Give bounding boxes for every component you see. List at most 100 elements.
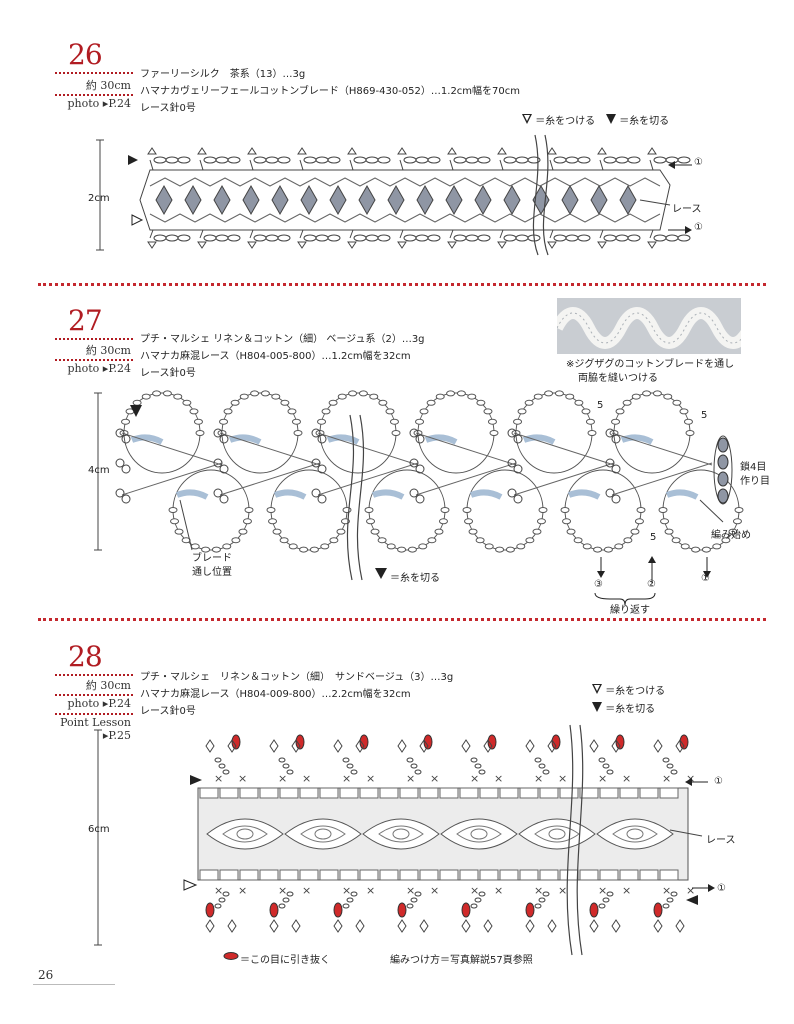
lace-square bbox=[539, 787, 559, 799]
lace-square bbox=[519, 787, 539, 799]
lace-square bbox=[399, 869, 419, 881]
section-number: 26 bbox=[68, 38, 103, 71]
picot bbox=[397, 147, 407, 155]
lace-diamond bbox=[387, 184, 405, 216]
chain-stitch bbox=[717, 488, 729, 504]
braid-position bbox=[273, 489, 307, 500]
lace-square bbox=[219, 869, 239, 881]
picot bbox=[525, 739, 535, 753]
chain-stitch bbox=[369, 393, 379, 400]
section-separator bbox=[38, 618, 766, 621]
chain-stitch bbox=[524, 399, 534, 406]
chain-stitch bbox=[288, 543, 298, 550]
stitch-line bbox=[549, 229, 554, 239]
chain-stitch bbox=[734, 507, 744, 513]
lace-diamond bbox=[242, 184, 260, 216]
stitch-line bbox=[219, 432, 321, 466]
picot bbox=[547, 147, 557, 155]
chain-stitch bbox=[415, 418, 425, 425]
stitch-x: × bbox=[278, 772, 287, 785]
stitch-line bbox=[513, 432, 615, 466]
chain-stitch bbox=[265, 156, 279, 164]
picot bbox=[121, 434, 131, 444]
chain-stitch bbox=[427, 234, 441, 242]
chain-stitch bbox=[538, 897, 546, 903]
picot bbox=[611, 434, 621, 444]
chain-stitch bbox=[483, 408, 493, 415]
pull-through-stitch bbox=[679, 734, 689, 750]
footer-rule bbox=[33, 984, 115, 985]
chain-stitch bbox=[677, 234, 691, 242]
chain-stitch bbox=[162, 390, 172, 397]
picot bbox=[291, 919, 301, 933]
lace-square bbox=[219, 787, 239, 799]
lace-label: レース bbox=[706, 835, 736, 846]
lace-square bbox=[339, 787, 359, 799]
chain-stitch bbox=[484, 543, 494, 550]
picot bbox=[247, 241, 257, 249]
chain-stitch bbox=[272, 528, 282, 535]
chain-stitch bbox=[577, 234, 591, 242]
picot bbox=[333, 739, 343, 753]
picot bbox=[311, 488, 321, 498]
chain-stitch bbox=[721, 537, 731, 544]
lace-square bbox=[479, 869, 499, 881]
photo-reference: photo ▸P.24 bbox=[67, 362, 131, 375]
chain-stitch bbox=[573, 537, 583, 544]
picot bbox=[397, 739, 407, 753]
chain-stitch bbox=[265, 234, 279, 242]
chain-stitch bbox=[475, 537, 485, 544]
chain-stitch bbox=[377, 156, 391, 164]
picot bbox=[547, 739, 557, 753]
divider bbox=[55, 338, 133, 340]
stitch-line bbox=[149, 159, 154, 171]
chain-stitch bbox=[403, 156, 417, 164]
chain-stitch bbox=[683, 418, 693, 425]
chain-stitch bbox=[230, 399, 240, 406]
chain-stitch bbox=[565, 393, 575, 400]
chain-stitch bbox=[242, 518, 252, 525]
pull-through-stitch bbox=[615, 734, 625, 750]
chain-stitch bbox=[623, 537, 633, 544]
chain-stitch bbox=[691, 546, 701, 553]
pull-through-stitch bbox=[359, 734, 369, 750]
start-label: 編み始め bbox=[711, 530, 751, 541]
chain-stitch bbox=[203, 156, 217, 164]
lace-center bbox=[626, 828, 644, 840]
stitch-x: × bbox=[598, 884, 607, 897]
divider bbox=[55, 674, 133, 676]
chain-stitch bbox=[505, 546, 515, 553]
braid-position bbox=[326, 434, 360, 445]
pull-through-stitch bbox=[653, 902, 663, 918]
divider bbox=[55, 713, 133, 715]
stitch-line bbox=[219, 462, 321, 496]
chain-stitch bbox=[717, 454, 729, 470]
picot bbox=[147, 241, 157, 249]
lace-eye-inner bbox=[534, 825, 580, 843]
chain-stitch bbox=[474, 763, 482, 769]
lace-square bbox=[499, 869, 519, 881]
chain-stitch bbox=[427, 156, 441, 164]
chain-stitch bbox=[602, 763, 610, 769]
pull-through-stitch bbox=[231, 734, 241, 750]
chain-stitch bbox=[227, 156, 241, 164]
chain-stitch bbox=[666, 763, 674, 769]
picot bbox=[447, 241, 457, 249]
lace-eye-inner bbox=[378, 825, 424, 843]
picot bbox=[605, 458, 615, 468]
lace-square bbox=[359, 869, 379, 881]
chain-stitch bbox=[309, 546, 319, 553]
picot bbox=[409, 458, 419, 468]
stitch-x: × bbox=[366, 884, 375, 897]
cut-triangle-icon bbox=[592, 702, 602, 712]
stitch-line bbox=[599, 229, 604, 239]
stitch-x: × bbox=[598, 772, 607, 785]
picot bbox=[419, 919, 429, 933]
chain-stitch bbox=[566, 528, 576, 535]
lace-diamond bbox=[300, 184, 318, 216]
chain-stitch bbox=[415, 234, 429, 242]
lace-square bbox=[439, 787, 459, 799]
chain-stitch bbox=[350, 891, 358, 897]
chain-stitch bbox=[474, 897, 482, 903]
picot bbox=[213, 428, 223, 438]
